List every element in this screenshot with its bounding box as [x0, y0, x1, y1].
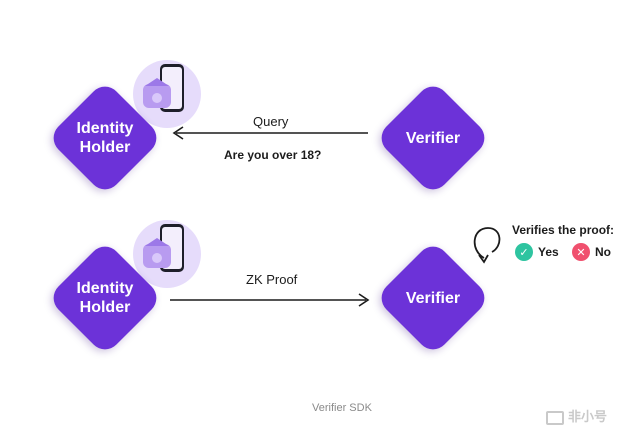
watermark-text: 非小号 [568, 409, 608, 424]
phone-icon [131, 58, 203, 130]
no-result: ✕ No [572, 243, 611, 261]
verifier-node-bottom: Verifier [375, 240, 491, 356]
identity-holder-node-top: Identity Holder [47, 80, 163, 196]
yes-label: Yes [538, 245, 559, 259]
watermark: 非小号 [546, 406, 607, 425]
cross-icon: ✕ [572, 243, 590, 261]
yes-result: ✓ Yes [515, 243, 559, 261]
no-label: No [595, 245, 611, 259]
verifier-node-top: Verifier [375, 80, 491, 196]
identity-holder-label: Identity Holder [76, 280, 134, 316]
identity-holder-node-bottom: Identity Holder [47, 240, 163, 356]
phone-icon [131, 218, 203, 290]
loop-arrow-icon [473, 227, 501, 264]
watermark-logo-icon [546, 410, 564, 425]
caption: Verifier SDK [312, 402, 372, 414]
question-label: Are you over 18? [224, 148, 322, 162]
verifier-label: Verifier [405, 289, 461, 307]
zk-proof-arrow [170, 293, 370, 307]
zk-proof-label: ZK Proof [246, 272, 298, 287]
check-icon: ✓ [515, 243, 533, 261]
identity-holder-label: Identity Holder [76, 120, 134, 156]
verify-title: Verifies the proof: [512, 223, 615, 237]
verifier-label: Verifier [405, 129, 461, 147]
query-arrow [172, 126, 368, 140]
query-label: Query [253, 114, 289, 129]
